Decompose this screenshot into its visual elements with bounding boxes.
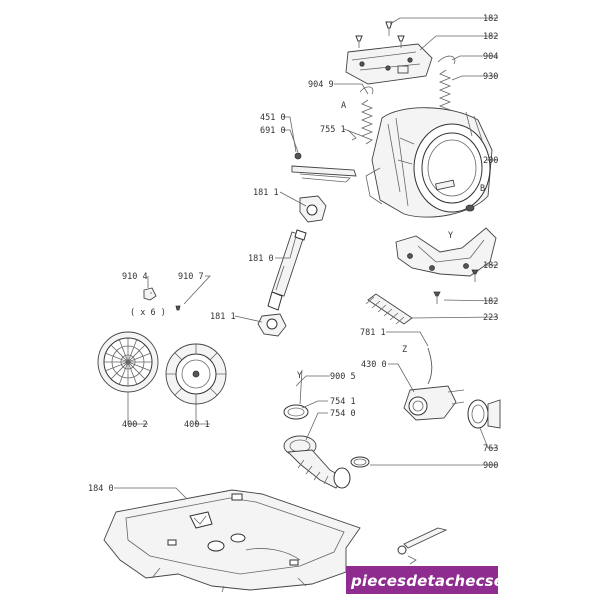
callout-182-d: 182 — [483, 297, 498, 307]
callout-910-4: 910 4 — [122, 272, 148, 282]
callout-900-5: 900 5 — [330, 372, 356, 382]
marker-y-bottom: Y — [297, 371, 302, 381]
base-plate-part — [103, 489, 361, 593]
marker-z: Z — [402, 345, 407, 355]
callout-781-1: 781 1 — [360, 328, 386, 338]
callout-904-9: 904 9 — [308, 80, 334, 90]
callout-900: 900 — [483, 461, 498, 471]
sump-seal-part — [283, 404, 309, 420]
marker-y-top: Y — [448, 231, 453, 241]
watermark-text: piecesdetachecselec.com — [350, 572, 570, 590]
marker-a: A — [341, 101, 346, 111]
callout-754-0: 754 0 — [330, 409, 356, 419]
tie-rod-part — [397, 527, 448, 565]
callout-182-a: 182 — [483, 14, 498, 24]
watermark-background — [346, 566, 498, 594]
top-screws — [355, 21, 405, 48]
shock-absorber-part — [257, 195, 327, 337]
callout-755-1: 755 1 — [320, 125, 346, 135]
drain-pump-part — [403, 385, 465, 421]
callout-181-0: 181 0 — [248, 254, 274, 264]
sump-hose-part — [283, 435, 351, 489]
callout-430-0: 430 0 — [361, 360, 387, 370]
callout-x6: ( x 6 ) — [130, 308, 166, 318]
bracket-screws — [433, 269, 479, 304]
suspension-springs — [359, 55, 456, 145]
damper-pads-part — [365, 293, 413, 325]
hose-clamp-part — [350, 456, 370, 468]
watermark-banner: piecesdetachecselec.com — [346, 566, 570, 594]
marker-b: B — [480, 184, 485, 194]
callout-182-b: 182 — [483, 32, 498, 42]
callout-223: 223 — [483, 313, 498, 323]
rear-bracket-part — [395, 227, 497, 277]
callout-763: 763 — [483, 444, 498, 454]
callout-labels: 182 182 904 930 904 9 451 0 691 0 755 1 … — [88, 14, 498, 494]
callout-930: 930 — [483, 72, 498, 82]
front-counterweight-part — [97, 331, 159, 393]
rear-counterweight-part — [165, 343, 227, 405]
callout-754-1: 754 1 — [330, 397, 356, 407]
heater-part — [291, 129, 357, 183]
callout-451-0: 451 0 — [260, 113, 286, 123]
callout-400-1: 400 1 — [184, 420, 210, 430]
pump-filter-part — [467, 399, 501, 429]
tub-part — [365, 107, 493, 218]
callout-400-2: 400 2 — [122, 420, 148, 430]
callout-184-0: 184 0 — [88, 484, 114, 494]
callout-200: 200 — [483, 156, 498, 166]
leader-lines — [114, 17, 499, 499]
marker-letters: A B Y Y Z — [297, 101, 485, 381]
callout-691-0: 691 0 — [260, 126, 286, 136]
callout-181-1-b: 181 1 — [210, 312, 236, 322]
callout-910-7: 910 7 — [178, 272, 204, 282]
drain-hose-part — [427, 347, 433, 385]
callout-904: 904 — [483, 52, 498, 62]
top-bracket-part — [345, 43, 433, 85]
callout-181-1-a: 181 1 — [253, 188, 279, 198]
callout-182-c: 182 — [483, 261, 498, 271]
small-screws — [143, 287, 181, 311]
